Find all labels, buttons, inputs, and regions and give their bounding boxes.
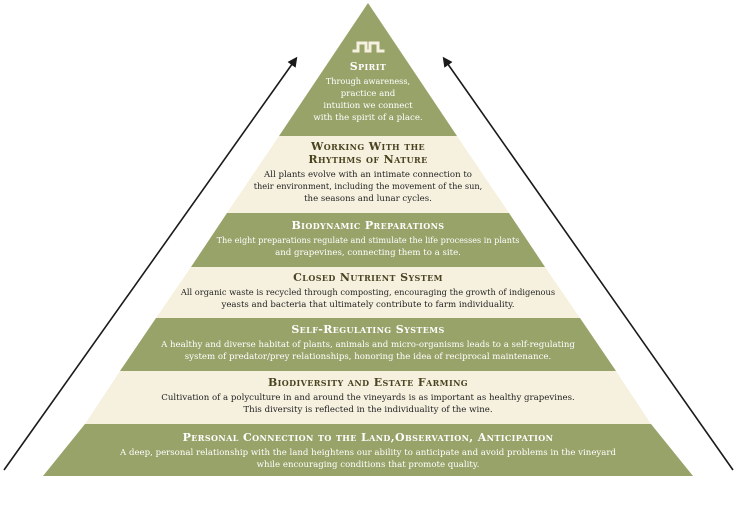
- tier-rhythms-title-line-1: Working With the: [310, 140, 425, 153]
- tier-spirit-line-1: Through awareness,: [326, 77, 410, 87]
- tier-nutrient-text: Closed Nutrient System All organic waste…: [180, 271, 555, 310]
- tier-biodiversity-estate-farming: [85, 371, 651, 424]
- tier-closed-nutrient-system: [156, 267, 580, 318]
- left-arrow: [3, 56, 298, 471]
- tier-spirit-line-2: practice and: [341, 89, 396, 99]
- tier-rhythms-line-2: their environment, including the movemen…: [254, 182, 483, 192]
- tier-spirit-text: Spirit Through awareness, practice and i…: [313, 60, 422, 123]
- tier-nutrient-line-1: All organic waste is recycled through co…: [180, 288, 555, 298]
- tier-spirit: [279, 3, 457, 136]
- tier-self-regulating-line-1: A healthy and diverse habitat of plants,…: [160, 340, 575, 350]
- tier-personal-title: Personal Connection to the Land,Observat…: [183, 431, 554, 444]
- tier-biodiversity-line-1: Cultivation of a polyculture in and arou…: [161, 393, 574, 403]
- tier-nutrient-line-2: yeasts and bacteria that ultimately cont…: [220, 300, 514, 310]
- tier-nutrient-title: Closed Nutrient System: [293, 271, 443, 284]
- tier-self-regulating-systems: [120, 318, 616, 371]
- tier-preparations-line-2: and grapevines, connecting them to a sit…: [275, 248, 461, 258]
- tier-biodiversity-text: Biodiversity and Estate Farming Cultivat…: [161, 376, 574, 415]
- tier-personal-line-2: while encouraging conditions that promot…: [257, 460, 480, 470]
- tier-preparations-title: Biodynamic Preparations: [291, 219, 444, 232]
- tier-rhythms-line-1: All plants evolve with an intimate conne…: [263, 170, 472, 180]
- tier-biodiversity-line-2: This diversity is reflected in the indiv…: [243, 405, 492, 415]
- tier-biodiversity-title: Biodiversity and Estate Farming: [268, 376, 468, 389]
- tier-personal-line-1: A deep, personal relationship with the l…: [119, 448, 616, 458]
- tier-self-regulating-title: Self-Regulating Systems: [291, 323, 444, 336]
- tier-rhythms-line-3: the seasons and lunar cycles.: [304, 194, 432, 204]
- tier-biodynamic-preparations: [191, 213, 545, 267]
- tier-rhythms-of-nature: [227, 136, 509, 213]
- tier-preparations-text: Biodynamic Preparations The eight prepar…: [217, 219, 520, 258]
- pyramid-tiers: [43, 3, 693, 476]
- tier-spirit-line-4: with the spirit of a place.: [313, 113, 422, 123]
- tier-personal-text: Personal Connection to the Land,Observat…: [119, 431, 616, 470]
- tier-self-regulating-line-2: system of predator/prey relationships, h…: [185, 352, 551, 362]
- biodynamic-spirit-glyph-icon: [352, 41, 385, 53]
- tier-personal-connection: [43, 424, 693, 476]
- tier-rhythms-text: Working With the Rhythms of Nature All p…: [254, 140, 483, 204]
- tier-self-regulating-text: Self-Regulating Systems A healthy and di…: [160, 323, 575, 362]
- tier-spirit-line-3: intuition we connect: [323, 101, 413, 111]
- right-arrow: [442, 56, 734, 471]
- tier-preparations-line-1: The eight preparations regulate and stim…: [217, 236, 520, 246]
- tier-spirit-title: Spirit: [350, 60, 386, 73]
- tier-rhythms-title-line-2: Rhythms of Nature: [308, 153, 427, 166]
